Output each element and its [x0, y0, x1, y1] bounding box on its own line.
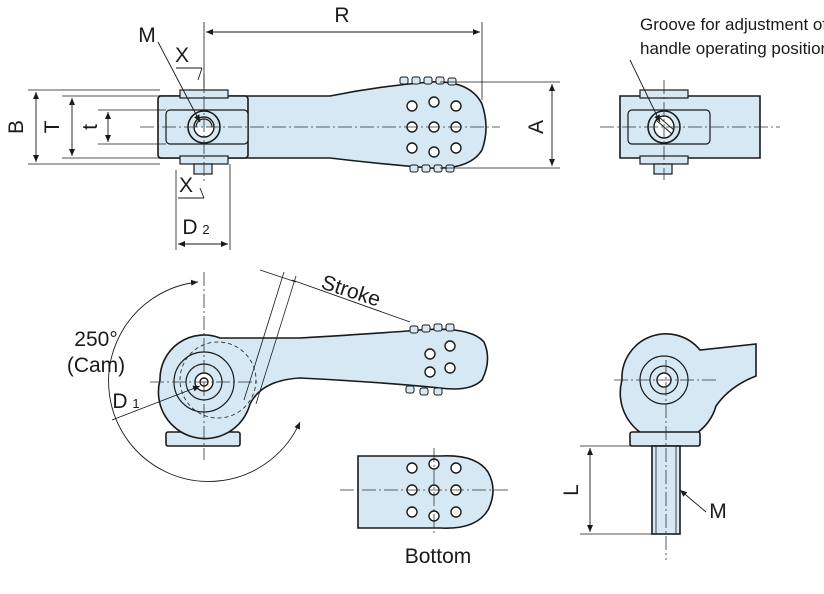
label-x-top: X — [175, 44, 189, 67]
base-plate-side — [629, 431, 701, 447]
bottom-view-label: Bottom — [405, 545, 472, 568]
front-view: Stroke 250° (Cam) D 1 — [67, 269, 489, 482]
cam-word-label: (Cam) — [67, 354, 125, 377]
top-right-view: Groove for adjustment of handle operatin… — [600, 15, 824, 180]
d1-label: D — [112, 390, 127, 413]
dimension-r-label: R — [334, 4, 349, 27]
stud-top-right — [653, 163, 673, 175]
knurl-bumps-front-view — [405, 323, 455, 396]
stud-top-view — [193, 163, 213, 175]
groove-note-line2: handle operating position — [640, 39, 824, 58]
cam-angle-label: 250° — [74, 328, 117, 351]
dimension-d2-label: D — [182, 216, 197, 239]
handle-side-view — [619, 333, 757, 443]
groove-leader — [629, 59, 661, 123]
label-m-top: M — [138, 24, 156, 47]
dimension-l-label: L — [560, 484, 583, 496]
stroke-dimension-line — [291, 279, 411, 323]
d1-subscript: 1 — [132, 396, 139, 411]
dimension-t-lower-label: t — [79, 124, 102, 130]
groove-note-line1: Groove for adjustment of — [640, 15, 824, 34]
dimension-a-label: A — [525, 120, 548, 134]
dimension-b-label: B — [5, 120, 28, 134]
dimension-t-upper-label: T — [41, 120, 64, 133]
d1-leader — [111, 385, 201, 421]
label-x-bottom: X — [179, 174, 193, 197]
side-view: L M — [560, 333, 757, 560]
cam-angle-arc — [108, 279, 301, 482]
bottom-detail-view: Bottom — [340, 448, 508, 568]
top-view: R M X X B T t A D — [5, 4, 560, 250]
x-top-tick — [197, 67, 203, 81]
dimension-d2-subscript: 2 — [202, 222, 209, 237]
m-leader-side — [679, 489, 707, 513]
stroke-label: Stroke — [318, 271, 383, 312]
grip-holes-front-view — [424, 340, 456, 378]
x-bottom-tick — [199, 187, 205, 199]
m-leader-top — [157, 41, 201, 123]
handle-tip-bottom — [357, 455, 494, 529]
knurl-bumps-top-view — [399, 76, 457, 173]
label-m-side: M — [709, 500, 727, 523]
